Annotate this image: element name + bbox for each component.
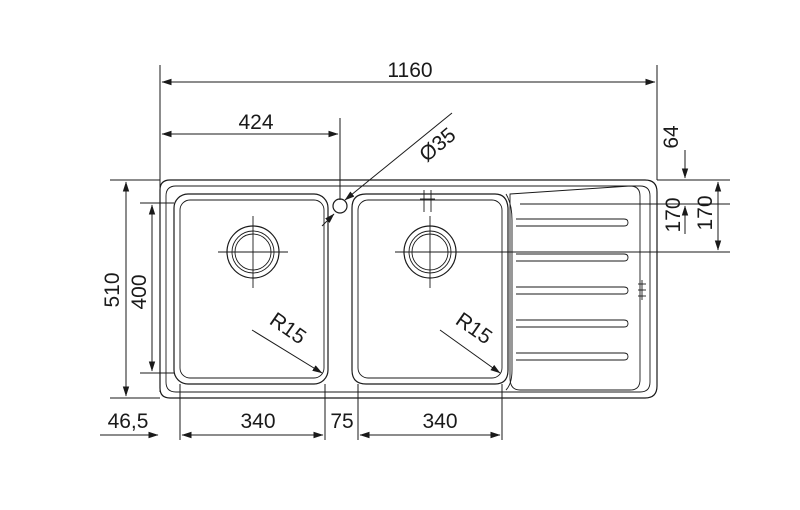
drain-grooves — [516, 218, 629, 361]
bowl-depth-label: 400 — [128, 274, 151, 309]
dimension-labels: 1160 424 Ø35 64 170 170 510 400 46,5 340… — [101, 59, 717, 433]
tap-hole-label: Ø35 — [415, 123, 460, 166]
overall-width-label: 1160 — [387, 59, 432, 82]
bowl1-width-label: 340 — [240, 410, 275, 433]
right-drain-strainer — [395, 216, 465, 288]
extension-lines — [110, 65, 730, 440]
bridge-width-label: 75 — [330, 410, 353, 433]
bowl-centre-marker — [420, 190, 435, 212]
left-margin-label: 46,5 — [108, 410, 149, 433]
right-dim-b-label: 170 — [694, 195, 717, 230]
sink-outline — [159, 179, 658, 399]
tap-hole — [332, 198, 348, 214]
dimension-lines — [100, 78, 722, 439]
bowl-offset-label: 424 — [238, 111, 273, 134]
radius-left-label: R15 — [265, 308, 310, 349]
left-bowl — [173, 193, 329, 385]
right-dim-a-label: 170 — [662, 197, 685, 232]
left-drain-strainer — [218, 216, 288, 288]
bowl2-width-label: 340 — [422, 410, 457, 433]
overflow-symbol — [638, 280, 646, 300]
top-to-bowl-label: 64 — [660, 125, 683, 149]
right-bowl — [351, 193, 509, 385]
overall-depth-label: 510 — [101, 272, 124, 307]
drainboard — [505, 185, 641, 391]
